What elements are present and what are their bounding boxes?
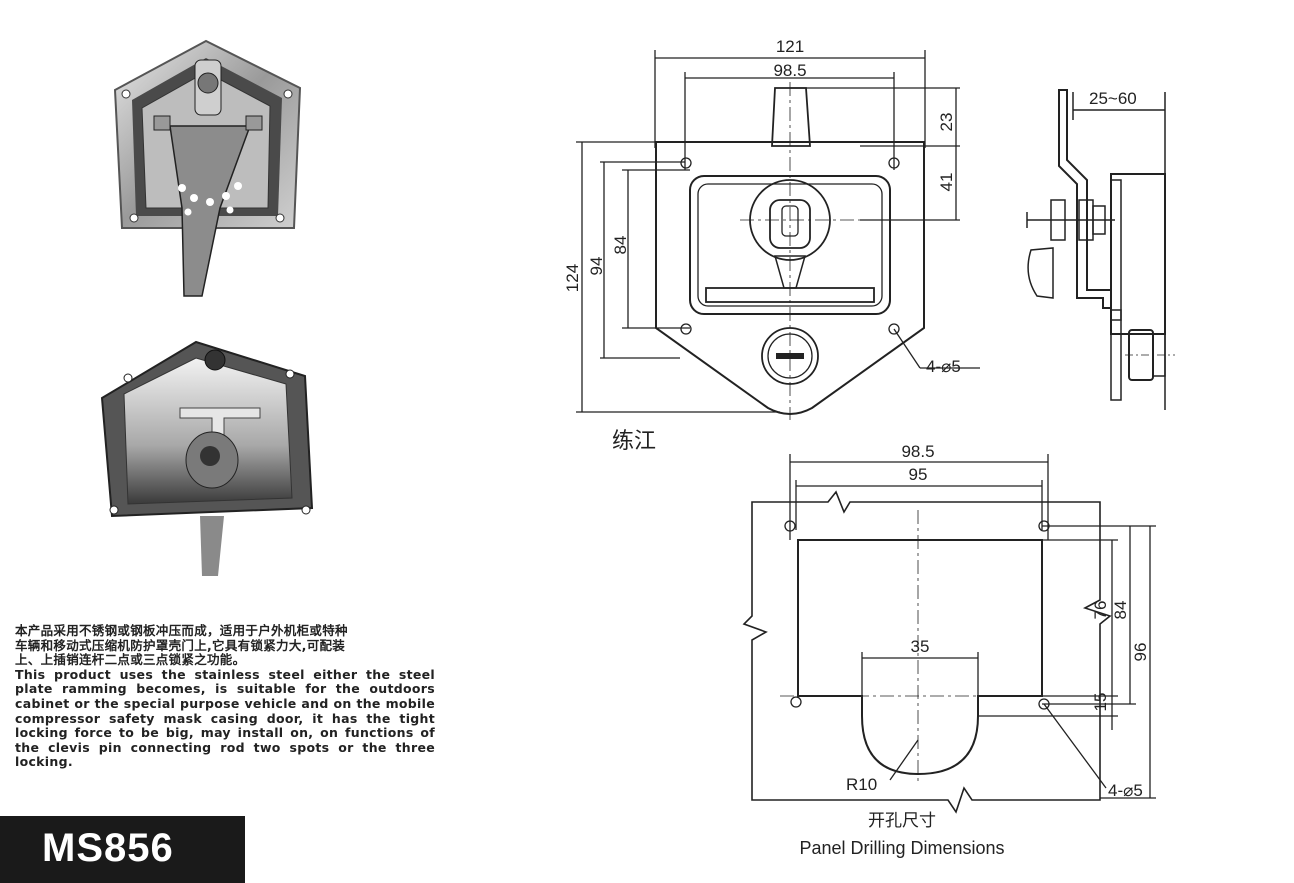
cutout-dim-96-label: 96 [1131, 643, 1150, 662]
side-view-drawing: 25~60 [1026, 89, 1175, 410]
description-en: This product uses the stainless steel ei… [15, 666, 435, 770]
radius-label: R10 [846, 775, 877, 794]
cutout-dim-35-label: 35 [911, 637, 930, 656]
cutout-title-en: Panel Drilling Dimensions [799, 838, 1004, 858]
dim-23-label: 23 [937, 113, 956, 132]
product-description: 本产品采用不锈钢或钢板冲压而成，适用于户外机柜或特种 车辆和移动式压缩机防护罩壳… [15, 623, 435, 770]
plate-outline [655, 141, 925, 415]
dim-thickness-label: 25~60 [1089, 89, 1137, 108]
cutout-dim-98-5-label: 98.5 [901, 442, 934, 461]
holes-label-cutout: 4-⌀5 [1108, 781, 1143, 800]
description-cn-line1: 本产品采用不锈钢或钢板冲压而成，适用于户外机柜或特种 [15, 623, 348, 638]
latch-bracket [1058, 89, 1112, 309]
handwritten-note: 练江 [612, 428, 656, 453]
model-number: MS856 [42, 826, 174, 870]
product-photo-front [113, 39, 302, 297]
panel-cutout-drawing: 98.5 95 35 76 84 96 15 R10 4-⌀5 开孔尺寸 Pan… [742, 442, 1156, 858]
dim-41-label: 41 [937, 173, 956, 192]
model-badge: MS856 [0, 816, 245, 883]
holes-label-front: 4-⌀5 [926, 357, 961, 376]
panel-outline [742, 490, 1112, 814]
cutout-title-cn: 开孔尺寸 [868, 811, 936, 830]
dim-94-label: 94 [587, 257, 606, 276]
product-photo-tray [100, 340, 314, 576]
description-cn-line3: 上、上插销连杆二点或三点锁紧之功能。 [15, 652, 246, 668]
handle-tab [771, 87, 811, 147]
cutout-dim-95-label: 95 [909, 465, 928, 484]
dim-121-label: 121 [776, 37, 804, 56]
dim-124-label: 124 [563, 264, 582, 292]
dim-98-5-label: 98.5 [773, 61, 806, 80]
description-cn-line2: 车辆和移动式压缩机防护罩壳门上,它具有锁紧力大,可配装 [15, 637, 346, 653]
cutout-dim-76-label: 76 [1091, 601, 1110, 620]
front-view-drawing: 121 98.5 23 41 124 94 84 4-⌀5 练江 [563, 37, 980, 453]
cutout-dim-15-label: 15 [1091, 693, 1110, 712]
cutout-shape [797, 539, 1043, 776]
cutout-dim-84-label: 84 [1111, 601, 1130, 620]
dim-84-label: 84 [611, 236, 630, 255]
